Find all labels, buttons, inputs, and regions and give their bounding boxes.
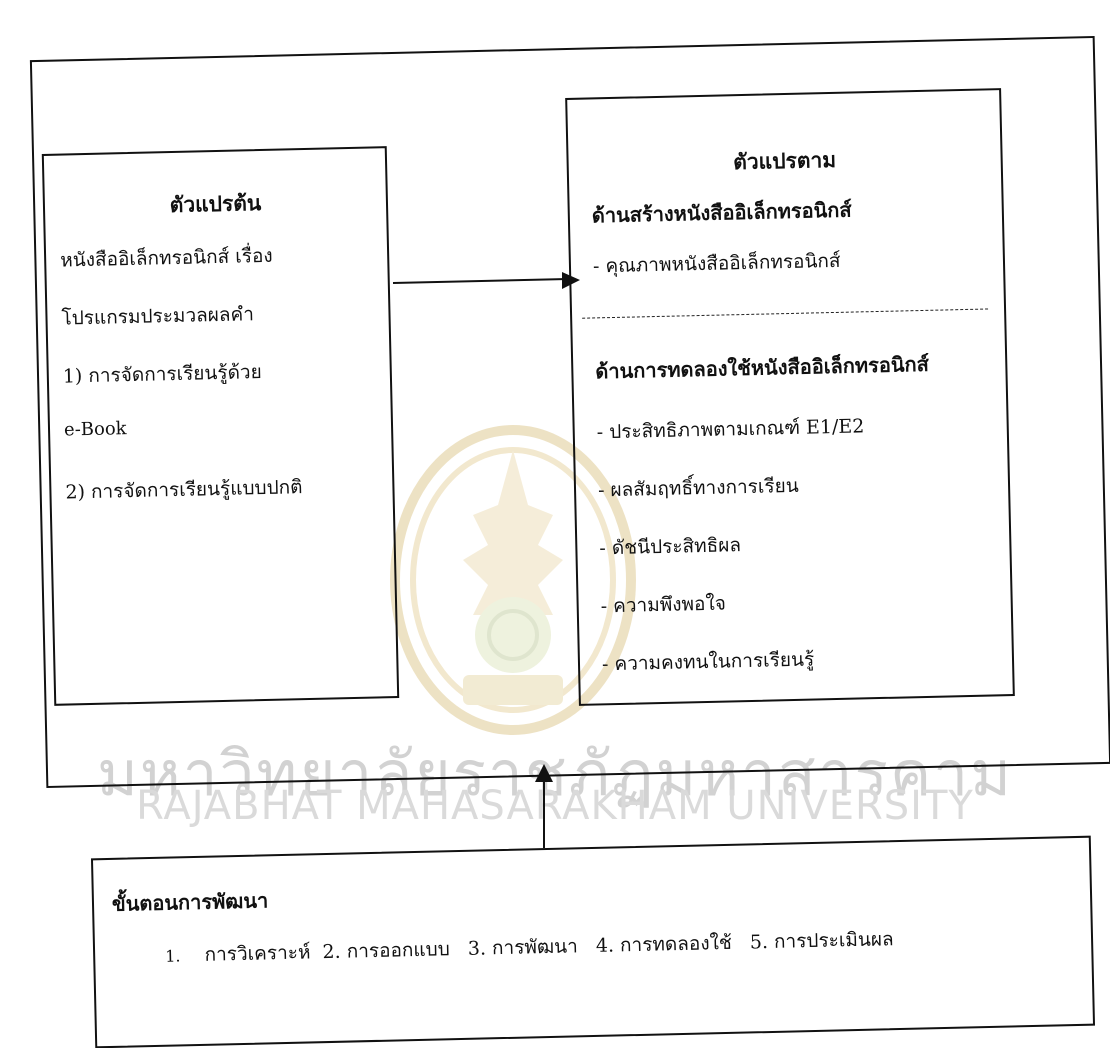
step-1-number: 1.: [164, 946, 181, 966]
dependent-variable-box: ตัวแปรตาม ด้านสร้างหนังสืออิเล็กทรอนิกส์…: [565, 88, 1015, 706]
dependent-section1-item: - คุณภาพหนังสืออิเล็กทรอนิกส์: [592, 249, 841, 278]
step-1: การวิเคราะห์: [204, 941, 311, 966]
section-divider: [582, 308, 989, 319]
dependent-section2-heading: ด้านการทดลองใช้หนังสืออิเล็กทรอนิกส์: [595, 351, 930, 384]
step-2: 2. การออกแบบ: [322, 938, 451, 964]
step-3: 3. การพัฒนา: [467, 935, 579, 960]
dependent-item-3: - ดัชนีประสิทธิผล: [599, 534, 742, 560]
university-emblem-watermark: [390, 425, 636, 735]
dependent-item-1: - ประสิทธิภาพตามเกณฑ์ E1/E2: [596, 415, 865, 444]
step-5: 5. การประเมินผล: [749, 928, 894, 954]
dependent-item-2: - ผลสัมฤทธิ์ทางการเรียน: [597, 474, 799, 502]
independent-line-5: 2) การจัดการเรียนรู้แบบปกติ: [65, 476, 303, 504]
arrow-head-up-icon: [535, 764, 553, 782]
independent-variable-title: ตัวแปรต้น: [169, 190, 262, 218]
independent-line-4: e-Book: [63, 418, 127, 441]
steps-title: ขั้นตอนการพัฒนา: [111, 888, 269, 916]
watermark-english-text: RAJABHAT MAHASARAKHAM UNIVERSITY: [136, 783, 974, 829]
development-steps-box: ขั้นตอนการพัฒนา 1. การวิเคราะห์ 2. การออ…: [90, 835, 1096, 1048]
independent-line-1: หนังสืออิเล็กทรอนิกส์ เรื่อง: [59, 244, 273, 272]
dependent-item-5: - ความคงทนในการเรียนรู้: [601, 648, 815, 676]
watermark-thai-text: มหาวิทยาลัยราชภัฏมหาสารคาม: [96, 737, 1014, 810]
dependent-variable-title: ตัวแปรตาม: [732, 146, 837, 175]
dependent-item-4: - ความพึงพอใจ: [600, 592, 727, 618]
steps-list: 1. การวิเคราะห์ 2. การออกแบบ 3. การพัฒนา…: [165, 924, 894, 971]
independent-variable-box: ตัวแปรต้น หนังสืออิเล็กทรอนิกส์ เรื่อง โ…: [41, 146, 400, 706]
independent-line-2: โปรแกรมประมวลผลคำ: [61, 303, 255, 330]
dependent-section1-heading: ด้านสร้างหนังสืออิเล็กทรอนิกส์: [591, 197, 852, 228]
independent-line-3: 1) การจัดการเรียนรู้ด้วย: [62, 361, 262, 388]
step-4: 4. การทดลองใช้: [595, 931, 733, 957]
arrow-head-right-icon: [562, 272, 580, 289]
